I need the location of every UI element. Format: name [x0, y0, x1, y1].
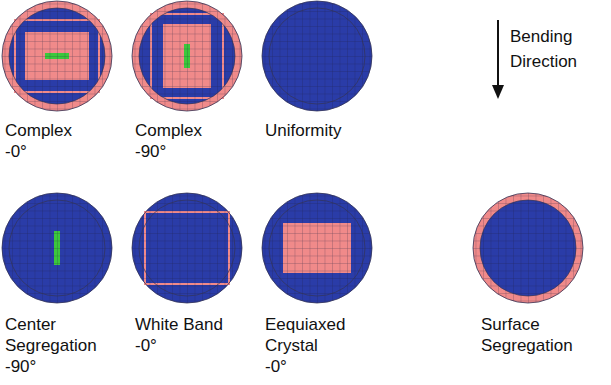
section-label: Complex -0° [5, 120, 83, 162]
section-complex-0 [2, 1, 112, 111]
section-label: Eequiaxed Crystal -0° [265, 314, 353, 377]
cross-section-circle: Complex -90° [132, 1, 242, 111]
cross-section-circle: Uniformity [262, 1, 372, 111]
cross-section-circle: Complex -0° [2, 1, 112, 111]
section-center-segregation [2, 193, 112, 303]
cross-section-circle: Surface Segregation [473, 193, 583, 303]
section-equiaxed [262, 193, 372, 303]
section-label: Complex -90° [135, 120, 213, 162]
section-label: Center Segregation -90° [5, 314, 105, 377]
section-surface-segregation [473, 193, 583, 303]
cross-section-circle: White Band -0° [132, 193, 242, 303]
direction-label: Bending Direction [510, 24, 596, 74]
section-label: Surface Segregation [481, 314, 581, 356]
cross-section-circle: Center Segregation -90° [2, 193, 112, 303]
cross-section-circle: Eequiaxed Crystal -0° [262, 193, 372, 303]
direction-arrow [492, 20, 504, 99]
section-label: Uniformity [265, 120, 365, 141]
section-complex-90 [132, 1, 242, 111]
section-label: White Band -0° [135, 314, 231, 356]
section-uniform [262, 1, 372, 111]
section-white-band [132, 193, 242, 303]
